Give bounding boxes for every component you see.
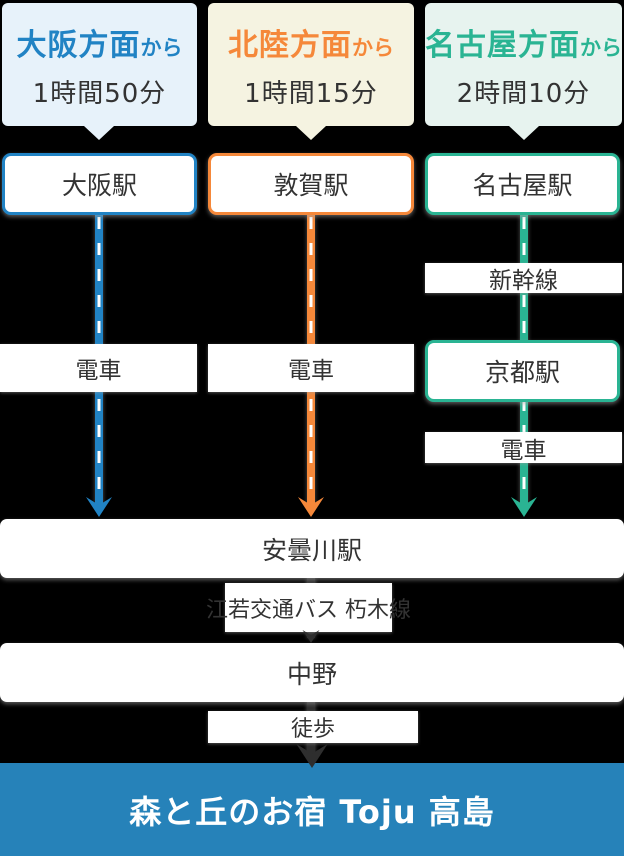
station-name: 大阪駅 [61, 171, 137, 200]
arrow-down-icon [86, 497, 112, 517]
transport-label: 電車 [500, 437, 547, 464]
bus-stop-name: 中野 [286, 659, 337, 689]
station-box-kyoto: 京都駅 [425, 340, 620, 402]
station-name: 安曇川駅 [261, 535, 362, 565]
header-nagoya: 名古屋方面から 2時間10分 [425, 3, 622, 126]
station-box-adogawa: 安曇川駅 [0, 519, 624, 578]
header-tail [509, 126, 539, 140]
station-box-tsuruga: 敦賀駅 [208, 153, 414, 215]
walk-label: 徒歩 [208, 711, 418, 743]
station-box-nagoya: 名古屋駅 [425, 153, 620, 215]
header-osaka: 大阪方面から 1時間50分 [2, 3, 197, 126]
header-hokuriku: 北陸方面から 1時間15分 [208, 3, 414, 126]
header-tail [296, 126, 326, 140]
duration-label: 1時間50分 [32, 78, 167, 109]
transport-band-kyoto-local: 電車 [425, 432, 622, 464]
header-osaka-title: 大阪方面から [17, 20, 183, 64]
arrow-down-icon [511, 497, 537, 517]
region-label: 名古屋方面 [425, 27, 580, 63]
arrow-down-icon [302, 630, 320, 643]
region-suffix: から [352, 35, 394, 60]
station-box-osaka: 大阪駅 [2, 153, 197, 215]
transport-label: 新幹線 [489, 268, 558, 294]
bus-line-label: 江若交通バス 朽木線 [206, 583, 411, 632]
header-tail [84, 126, 114, 140]
transport-band-tsuruga: 電車 [208, 344, 414, 392]
bus-stop-box-nakano: 中野 [0, 643, 624, 702]
arrow-down-icon [298, 497, 324, 517]
arrow-down-icon [296, 744, 328, 768]
region-suffix: から [580, 35, 622, 60]
region-label: 北陸方面 [228, 27, 352, 63]
transport-band-osaka: 電車 [0, 344, 197, 392]
duration-label: 1時間15分 [244, 78, 378, 109]
station-name: 京都駅 [484, 358, 560, 387]
station-name: 名古屋駅 [472, 171, 573, 200]
bus-line-text: 江若交通バス 朽木線 [206, 597, 411, 623]
walk-text: 徒歩 [290, 717, 335, 742]
station-name: 敦賀駅 [273, 171, 349, 200]
region-suffix: から [140, 35, 183, 60]
transport-label: 電車 [75, 358, 122, 384]
destination-banner: 森と丘のお宿 Toju 高島 [0, 763, 624, 856]
destination-name: 森と丘のお宿 Toju 高島 [129, 792, 495, 831]
header-nagoya-title: 名古屋方面から [425, 20, 622, 64]
transport-band-shinkansen: 新幹線 [425, 263, 622, 294]
duration-label: 2時間10分 [456, 78, 591, 109]
header-hokuriku-title: 北陸方面から [228, 20, 394, 64]
region-label: 大阪方面 [16, 27, 141, 63]
transport-label: 電車 [288, 358, 334, 384]
